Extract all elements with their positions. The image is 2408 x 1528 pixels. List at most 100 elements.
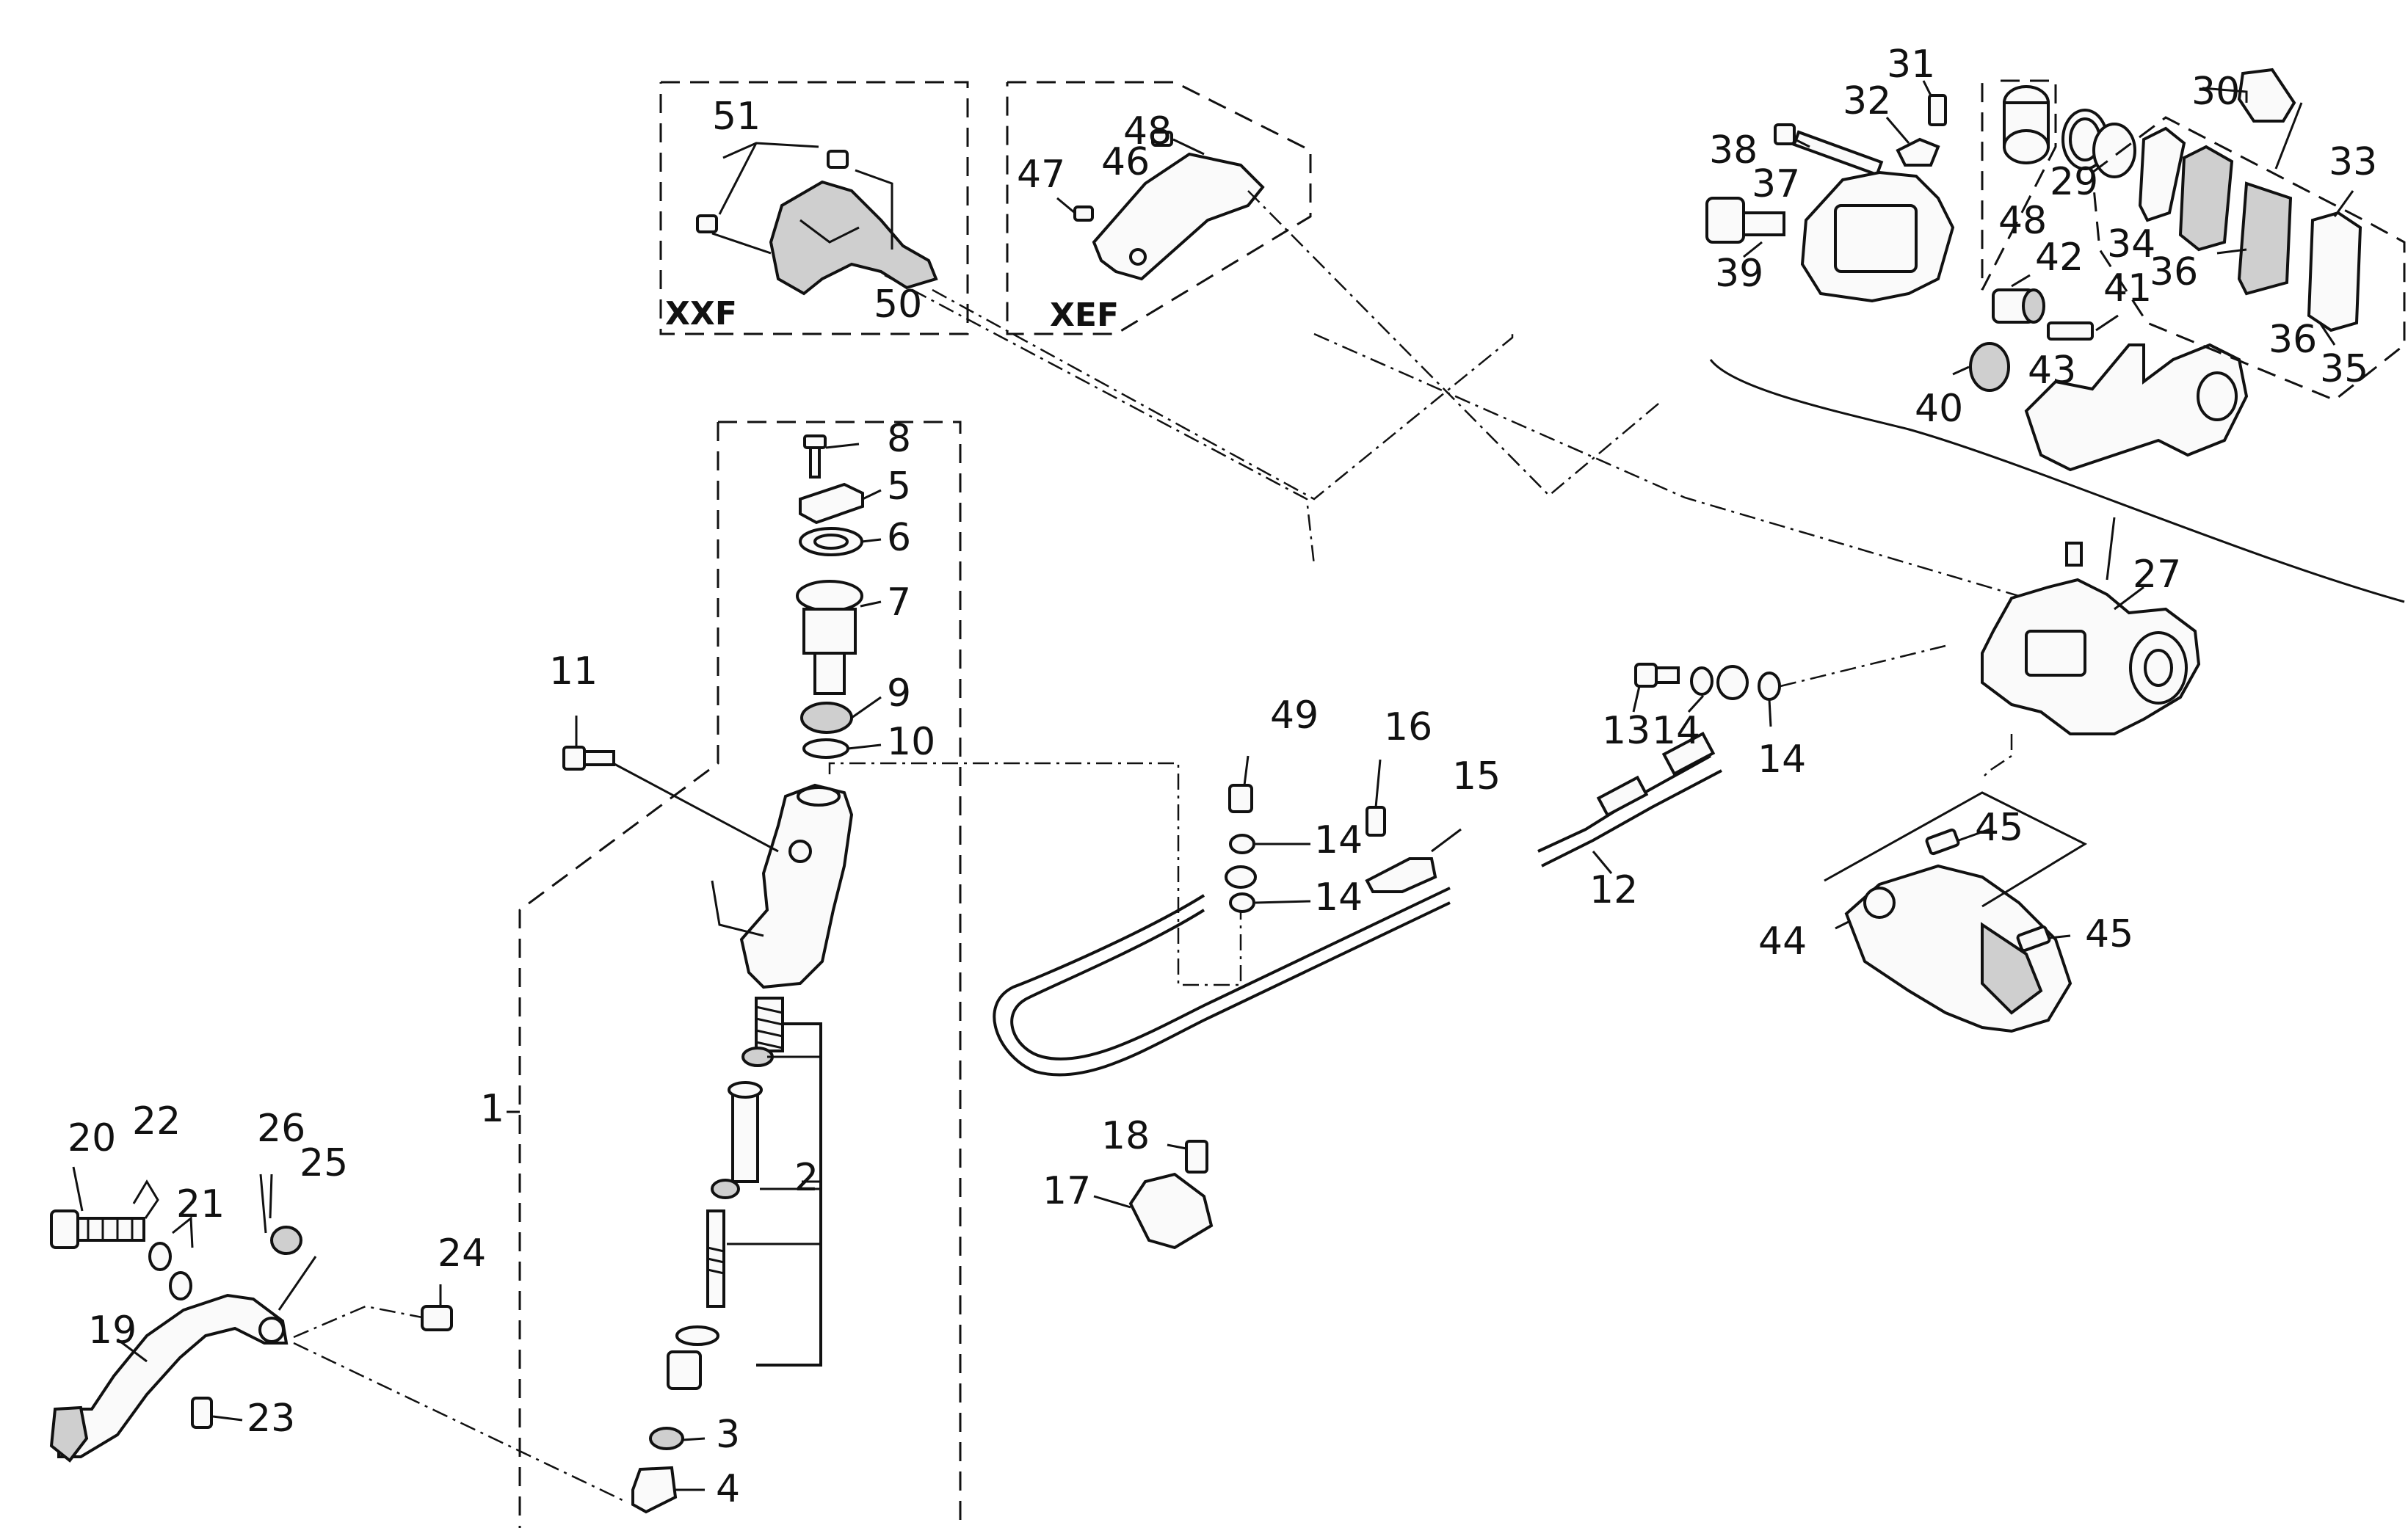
part-50-caliper-bracket: [769, 180, 938, 296]
part-36-brake-pad-a: [2178, 145, 2234, 252]
callout-29: 29: [2050, 160, 2098, 204]
callout-49: 49: [1270, 694, 1319, 738]
part-35-pad-pin: [2307, 211, 2362, 332]
part-24-pin: [421, 1305, 453, 1331]
part-piston-kit-box: [1981, 79, 2057, 291]
part-23-spring: [191, 1397, 213, 1429]
part-clip: [675, 1325, 719, 1346]
callout-38: 38: [1709, 128, 1758, 172]
part-4-clevis: [631, 1466, 678, 1514]
callout-19: 19: [88, 1309, 137, 1353]
variant-label-xef: XEF: [1050, 296, 1119, 334]
part-seal-2: [2092, 123, 2136, 178]
part-9-reservoir-boot: [800, 702, 853, 734]
master-cylinder-body: [739, 783, 854, 989]
part-21-oring-b: [169, 1271, 192, 1300]
part-22-spring-clip: [132, 1179, 159, 1219]
callout-7: 7: [887, 581, 911, 625]
master-cylinder-group-box: [518, 421, 962, 1528]
callout-36-b: 36: [2269, 318, 2317, 362]
callout-30: 30: [2191, 70, 2240, 114]
callout-21: 21: [176, 1182, 225, 1226]
part-spring: [755, 997, 784, 1052]
callout-27: 27: [2133, 553, 2181, 597]
callout-14-mid: 14: [1314, 818, 1363, 862]
part-12-brake-hose: [993, 731, 1722, 1077]
part-44-disc-guard: [1844, 864, 2072, 1033]
part-47-bolt: [1073, 205, 1094, 222]
callout-32: 32: [1843, 79, 1891, 123]
part-45-bolt-a: [1925, 828, 1960, 856]
part-38-bleeder: [1774, 123, 1796, 145]
part-pushrod: [706, 1209, 725, 1308]
caliper-kit-bracket-line: [1709, 359, 2405, 603]
part-46-caliper-bracket: [1092, 152, 1265, 281]
part-42-boot: [1992, 288, 2045, 324]
part-45-bolt-b: [2016, 925, 2051, 953]
part-51-bolt-a: [827, 150, 849, 169]
part-14-washer-a: [1229, 834, 1255, 854]
part-41-pin: [2047, 321, 2094, 341]
part-8-screw: [803, 434, 827, 479]
part-caliper-body: [1800, 170, 1955, 303]
part-20-pivot-bolt: [50, 1209, 145, 1249]
callout-13: 13: [1602, 709, 1650, 753]
callout-16: 16: [1384, 705, 1432, 749]
callout-14-low: 14: [1314, 876, 1363, 920]
part-36-brake-pad-b: [2237, 181, 2293, 296]
callout-31: 31: [1887, 43, 1935, 87]
part-10-circlip: [802, 738, 849, 759]
callout-35: 35: [2320, 347, 2368, 391]
callout-24: 24: [438, 1232, 486, 1276]
callout-6: 6: [887, 516, 911, 560]
callout-50: 50: [874, 283, 922, 327]
callout-46: 46: [1101, 140, 1150, 184]
callout-44: 44: [1758, 920, 1807, 964]
callout-26: 26: [257, 1107, 305, 1151]
part-16-screw: [1366, 806, 1386, 837]
callout-22: 22: [132, 1099, 181, 1143]
part-17-hose-clamp: [1128, 1172, 1214, 1250]
callout-14-right: 14: [1758, 738, 1806, 782]
callout-42: 42: [2035, 236, 2084, 280]
part-14-washer-b: [1229, 892, 1255, 913]
part-27-rear-caliper: [1981, 542, 2201, 735]
part-48-bolt: [1151, 131, 1173, 147]
part-49-banjo-bolt: [1228, 784, 1253, 813]
part-21-oring-a: [148, 1242, 172, 1271]
part-hose-banjo-lower: [1225, 865, 1257, 889]
variant-box-xef: XEF: [1006, 81, 1312, 335]
callout-14-upper: 14: [1652, 709, 1700, 753]
callout-12: 12: [1589, 868, 1638, 912]
part-26-cotter-pin: [259, 1174, 273, 1234]
part-washer: [711, 1179, 740, 1199]
callout-48-a: 48: [1123, 109, 1172, 153]
callout-20: 20: [68, 1116, 116, 1160]
callout-25: 25: [300, 1141, 348, 1185]
part-30-shim: [2237, 68, 2296, 123]
variant-box-xxf: XXF: [659, 81, 969, 335]
part-5-reservoir-cap: [799, 482, 864, 525]
callout-8: 8: [887, 417, 911, 461]
part-32-bleeder-cap: [1896, 137, 1940, 167]
callout-9: 9: [887, 672, 911, 716]
part-13-banjo-bolt: [1634, 663, 1680, 688]
callout-34: 34: [2107, 222, 2155, 266]
part-3-nut: [649, 1427, 684, 1450]
callout-3: 3: [716, 1413, 740, 1457]
part-15-hose-clamp: [1365, 857, 1437, 893]
part-caliper-piston: [2003, 85, 2050, 164]
callout-2: 2: [794, 1156, 819, 1200]
callout-45-a: 45: [1975, 806, 2023, 850]
part-25-washer: [270, 1226, 302, 1255]
callout-15: 15: [1452, 754, 1501, 798]
callout-4: 4: [716, 1467, 740, 1511]
callout-47: 47: [1017, 153, 1065, 197]
callout-45-b: 45: [2085, 912, 2133, 956]
part-7-diaphragm: [796, 580, 863, 695]
part-40-boot: [1969, 342, 2010, 392]
part-11-bolt: [562, 746, 615, 771]
callout-33: 33: [2329, 140, 2377, 184]
part-14-washer-d: [1758, 672, 1781, 701]
